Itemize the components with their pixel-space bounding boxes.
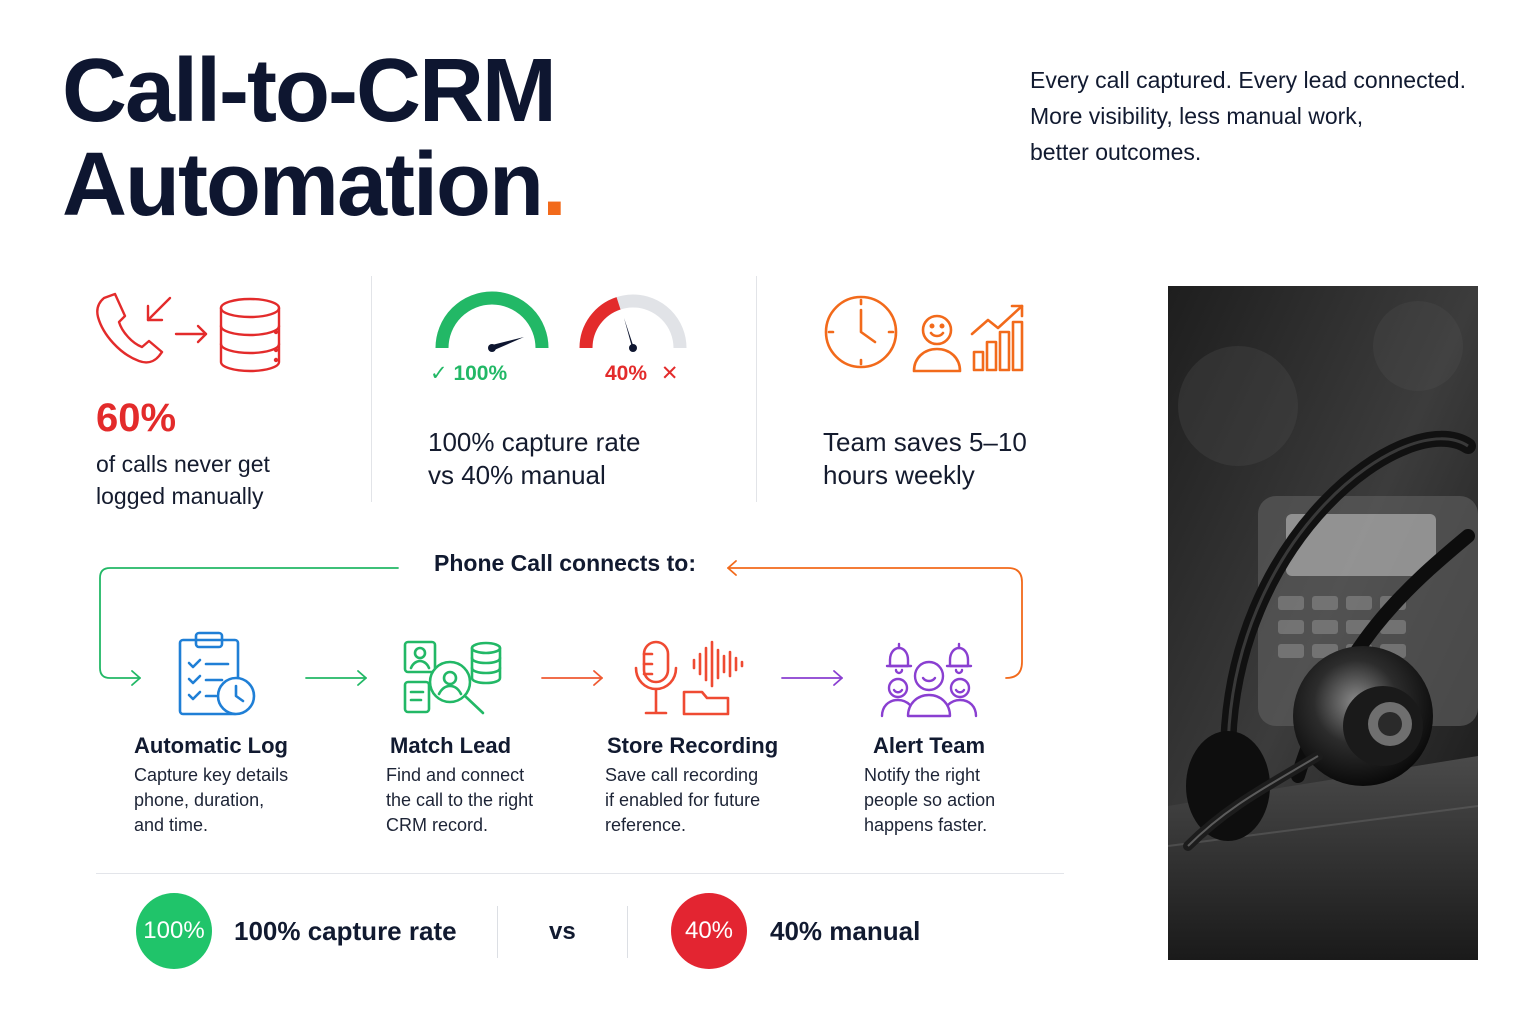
step-desc-line: happens faster. (864, 815, 988, 835)
arrow-right-icon (541, 670, 603, 686)
savings-stat-text: Team saves 5–10 hours weekly (823, 426, 1027, 492)
loop-end-line (727, 567, 1023, 679)
step-desc-alert-team: Notify the right people so action happen… (864, 763, 995, 838)
step-desc-line: reference. (605, 815, 687, 835)
smiley-user-icon (912, 314, 962, 373)
step-title-store-recording: Store Recording (607, 733, 779, 758)
growth-chart-icon (970, 304, 1024, 372)
gauge-full-icon (435, 291, 549, 352)
database-icon (219, 297, 281, 373)
step-desc-store-recording: Save call recording if enabled for futur… (605, 763, 760, 838)
check-icon: ✓ (430, 362, 448, 385)
logging-text-line-1: of calls never get (96, 451, 270, 477)
gauge-auto-label: ✓ 100% (430, 361, 507, 386)
comparison-separator-2 (627, 906, 628, 958)
clipboard-clock-icon (178, 631, 256, 716)
savings-text-line-2: hours weekly (823, 460, 975, 490)
comparison-divider (96, 873, 1064, 874)
flow-connectors (99, 560, 1023, 686)
logging-text-line-2: logged manually (96, 483, 264, 509)
gauge-manual-value: 40% (605, 362, 648, 385)
arrow-incoming-icon (146, 296, 172, 322)
x-icon: ✕ (660, 362, 679, 385)
tagline: Every call captured. Every lead connecte… (1030, 62, 1510, 170)
title-line-2-text: Automation (62, 135, 544, 235)
title-line-2: Automation. (62, 135, 567, 235)
savings-icon-group (824, 295, 1024, 373)
flow-heading: Phone Call connects to: (434, 550, 696, 576)
step-desc-match-lead: Find and connect the call to the right C… (386, 763, 533, 838)
gauge-manual-label: 40% ✕ (605, 361, 678, 386)
arrow-right-icon (174, 324, 208, 344)
tagline-line-2: More visibility, less manual work, (1030, 103, 1364, 129)
step-desc-line: Notify the right (864, 765, 981, 785)
step-desc-line: Save call recording (605, 765, 759, 785)
vs-label: vs (549, 918, 576, 945)
headset-photo (1168, 286, 1478, 960)
capture-stat-text: 100% capture rate vs 40% manual (428, 426, 640, 492)
lead-search-icon (403, 640, 502, 715)
manual-capture-text: 40% manual (770, 916, 921, 946)
team-bell-icon (880, 642, 978, 718)
step-desc-line: if enabled for future (605, 790, 761, 810)
step-title-alert-team: Alert Team (873, 733, 986, 758)
page-title: Call-to-CRM Automation. (62, 41, 567, 235)
auto-capture-text: 100% capture rate (234, 916, 457, 946)
capture-text-line-2: vs 40% manual (428, 460, 606, 490)
headset-illustration (1168, 286, 1478, 960)
gauge-partial-icon (579, 294, 687, 352)
step-title-match-lead: Match Lead (390, 733, 512, 758)
step-desc-line: Find and connect (386, 765, 525, 785)
step-desc-line: people so action (864, 790, 996, 810)
logging-stat-text: of calls never get logged manually (96, 448, 270, 512)
clock-icon (824, 295, 898, 369)
savings-text-line-1: Team saves 5–10 (823, 427, 1027, 457)
step-desc-line: Capture key details (134, 765, 289, 785)
gauge-auto-value: 100% (453, 362, 508, 385)
stat-divider-1 (371, 276, 372, 502)
capture-text-line-1: 100% capture rate (428, 427, 641, 457)
auto-capture-badge: 100% (136, 893, 212, 969)
step-desc-line: the call to the right (386, 790, 534, 810)
title-accent-dot: . (541, 135, 567, 235)
step-desc-line: phone, duration, (134, 790, 265, 810)
step-desc-line: CRM record. (386, 815, 489, 835)
tagline-line-1: Every call captured. Every lead connecte… (1030, 67, 1466, 93)
logging-stat-value: 60% (96, 396, 177, 440)
arrow-right-icon (781, 670, 843, 686)
tagline-line-3: better outcomes. (1030, 139, 1202, 165)
title-line-1: Call-to-CRM (62, 41, 557, 141)
step-desc-line: and time. (134, 815, 209, 835)
logging-icon-group (96, 292, 281, 373)
microphone-folder-icon (634, 640, 744, 716)
loop-start-line (99, 567, 399, 679)
loop-end-arrowhead (727, 560, 737, 576)
step-title-automatic-log: Automatic Log (134, 733, 288, 758)
comparison-separator-1 (497, 906, 498, 958)
phone-incoming-icon (96, 292, 164, 364)
stat-divider-2 (756, 276, 757, 502)
step-desc-automatic-log: Capture key details phone, duration, and… (134, 763, 288, 838)
manual-capture-badge: 40% (671, 893, 747, 969)
loop-start-arrowhead (131, 670, 141, 686)
arrow-right-icon (305, 670, 367, 686)
